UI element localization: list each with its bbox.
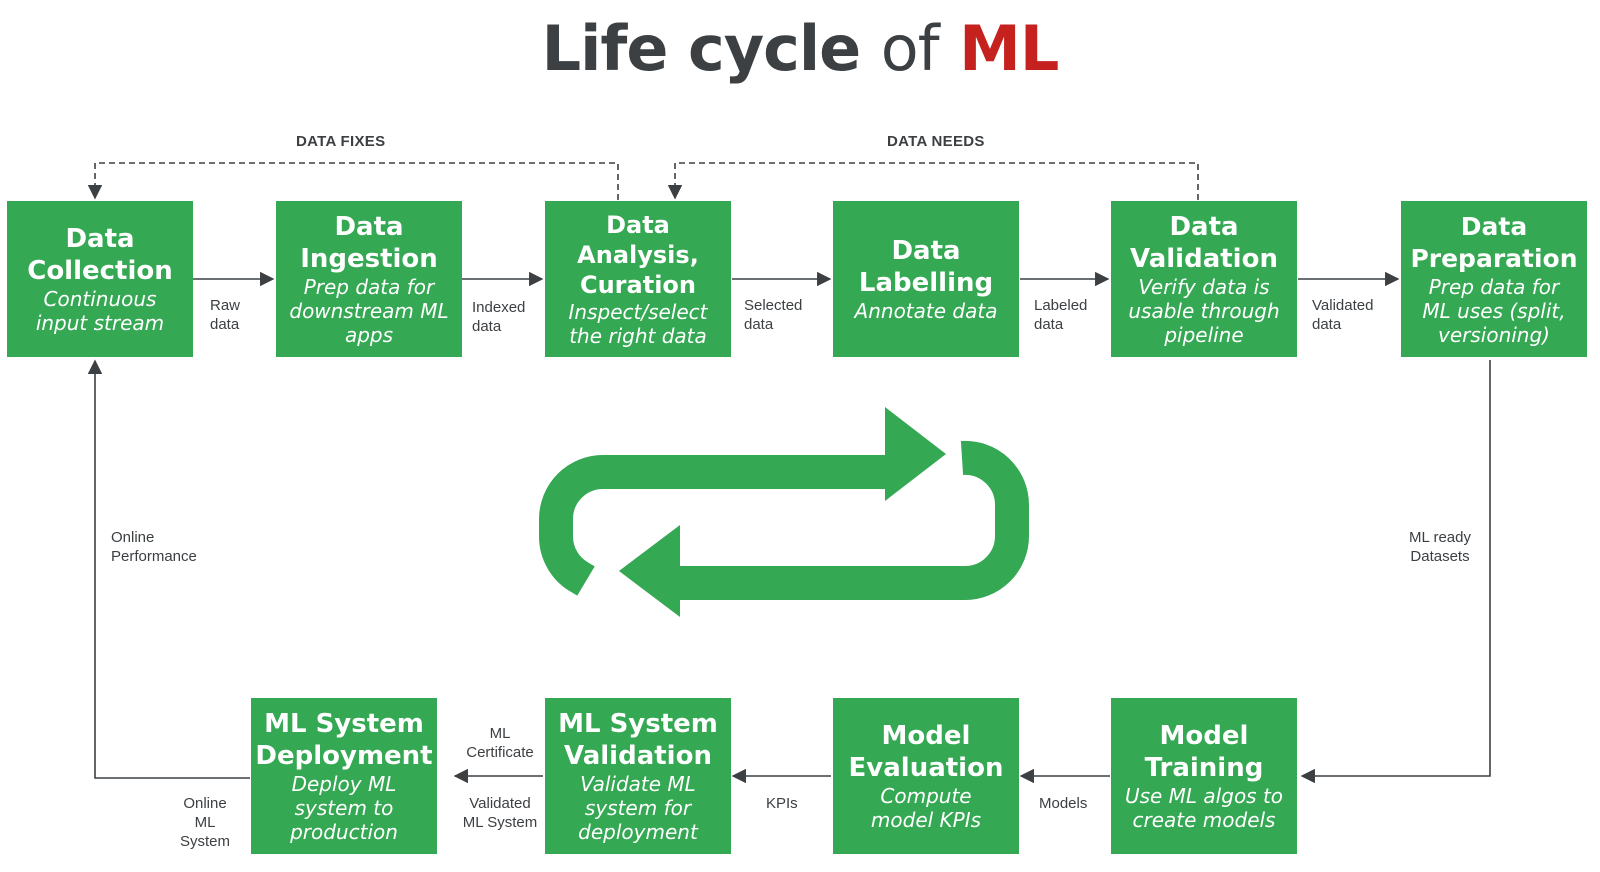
stage-desc: Annotate data <box>854 299 998 323</box>
title-part1: Life cycle <box>541 12 862 85</box>
data-needs-label: DATA NEEDS <box>887 133 985 150</box>
edge-label-kpis: KPIs <box>766 795 798 812</box>
arrow-deployment-to-collection <box>87 359 250 779</box>
data-needs-feedback-arrow <box>667 162 1199 200</box>
cycle-arrows-icon <box>539 407 1030 617</box>
arrow-preparation-to-training <box>1300 360 1491 784</box>
edge-label-models: Models <box>1039 795 1088 812</box>
data-fixes-label: DATA FIXES <box>296 133 386 150</box>
title-part3: ML <box>959 12 1059 85</box>
title-part2: of <box>880 12 940 85</box>
data-fixes-feedback-arrow <box>87 162 619 200</box>
page-title: Life cycle of ML <box>0 12 1600 85</box>
